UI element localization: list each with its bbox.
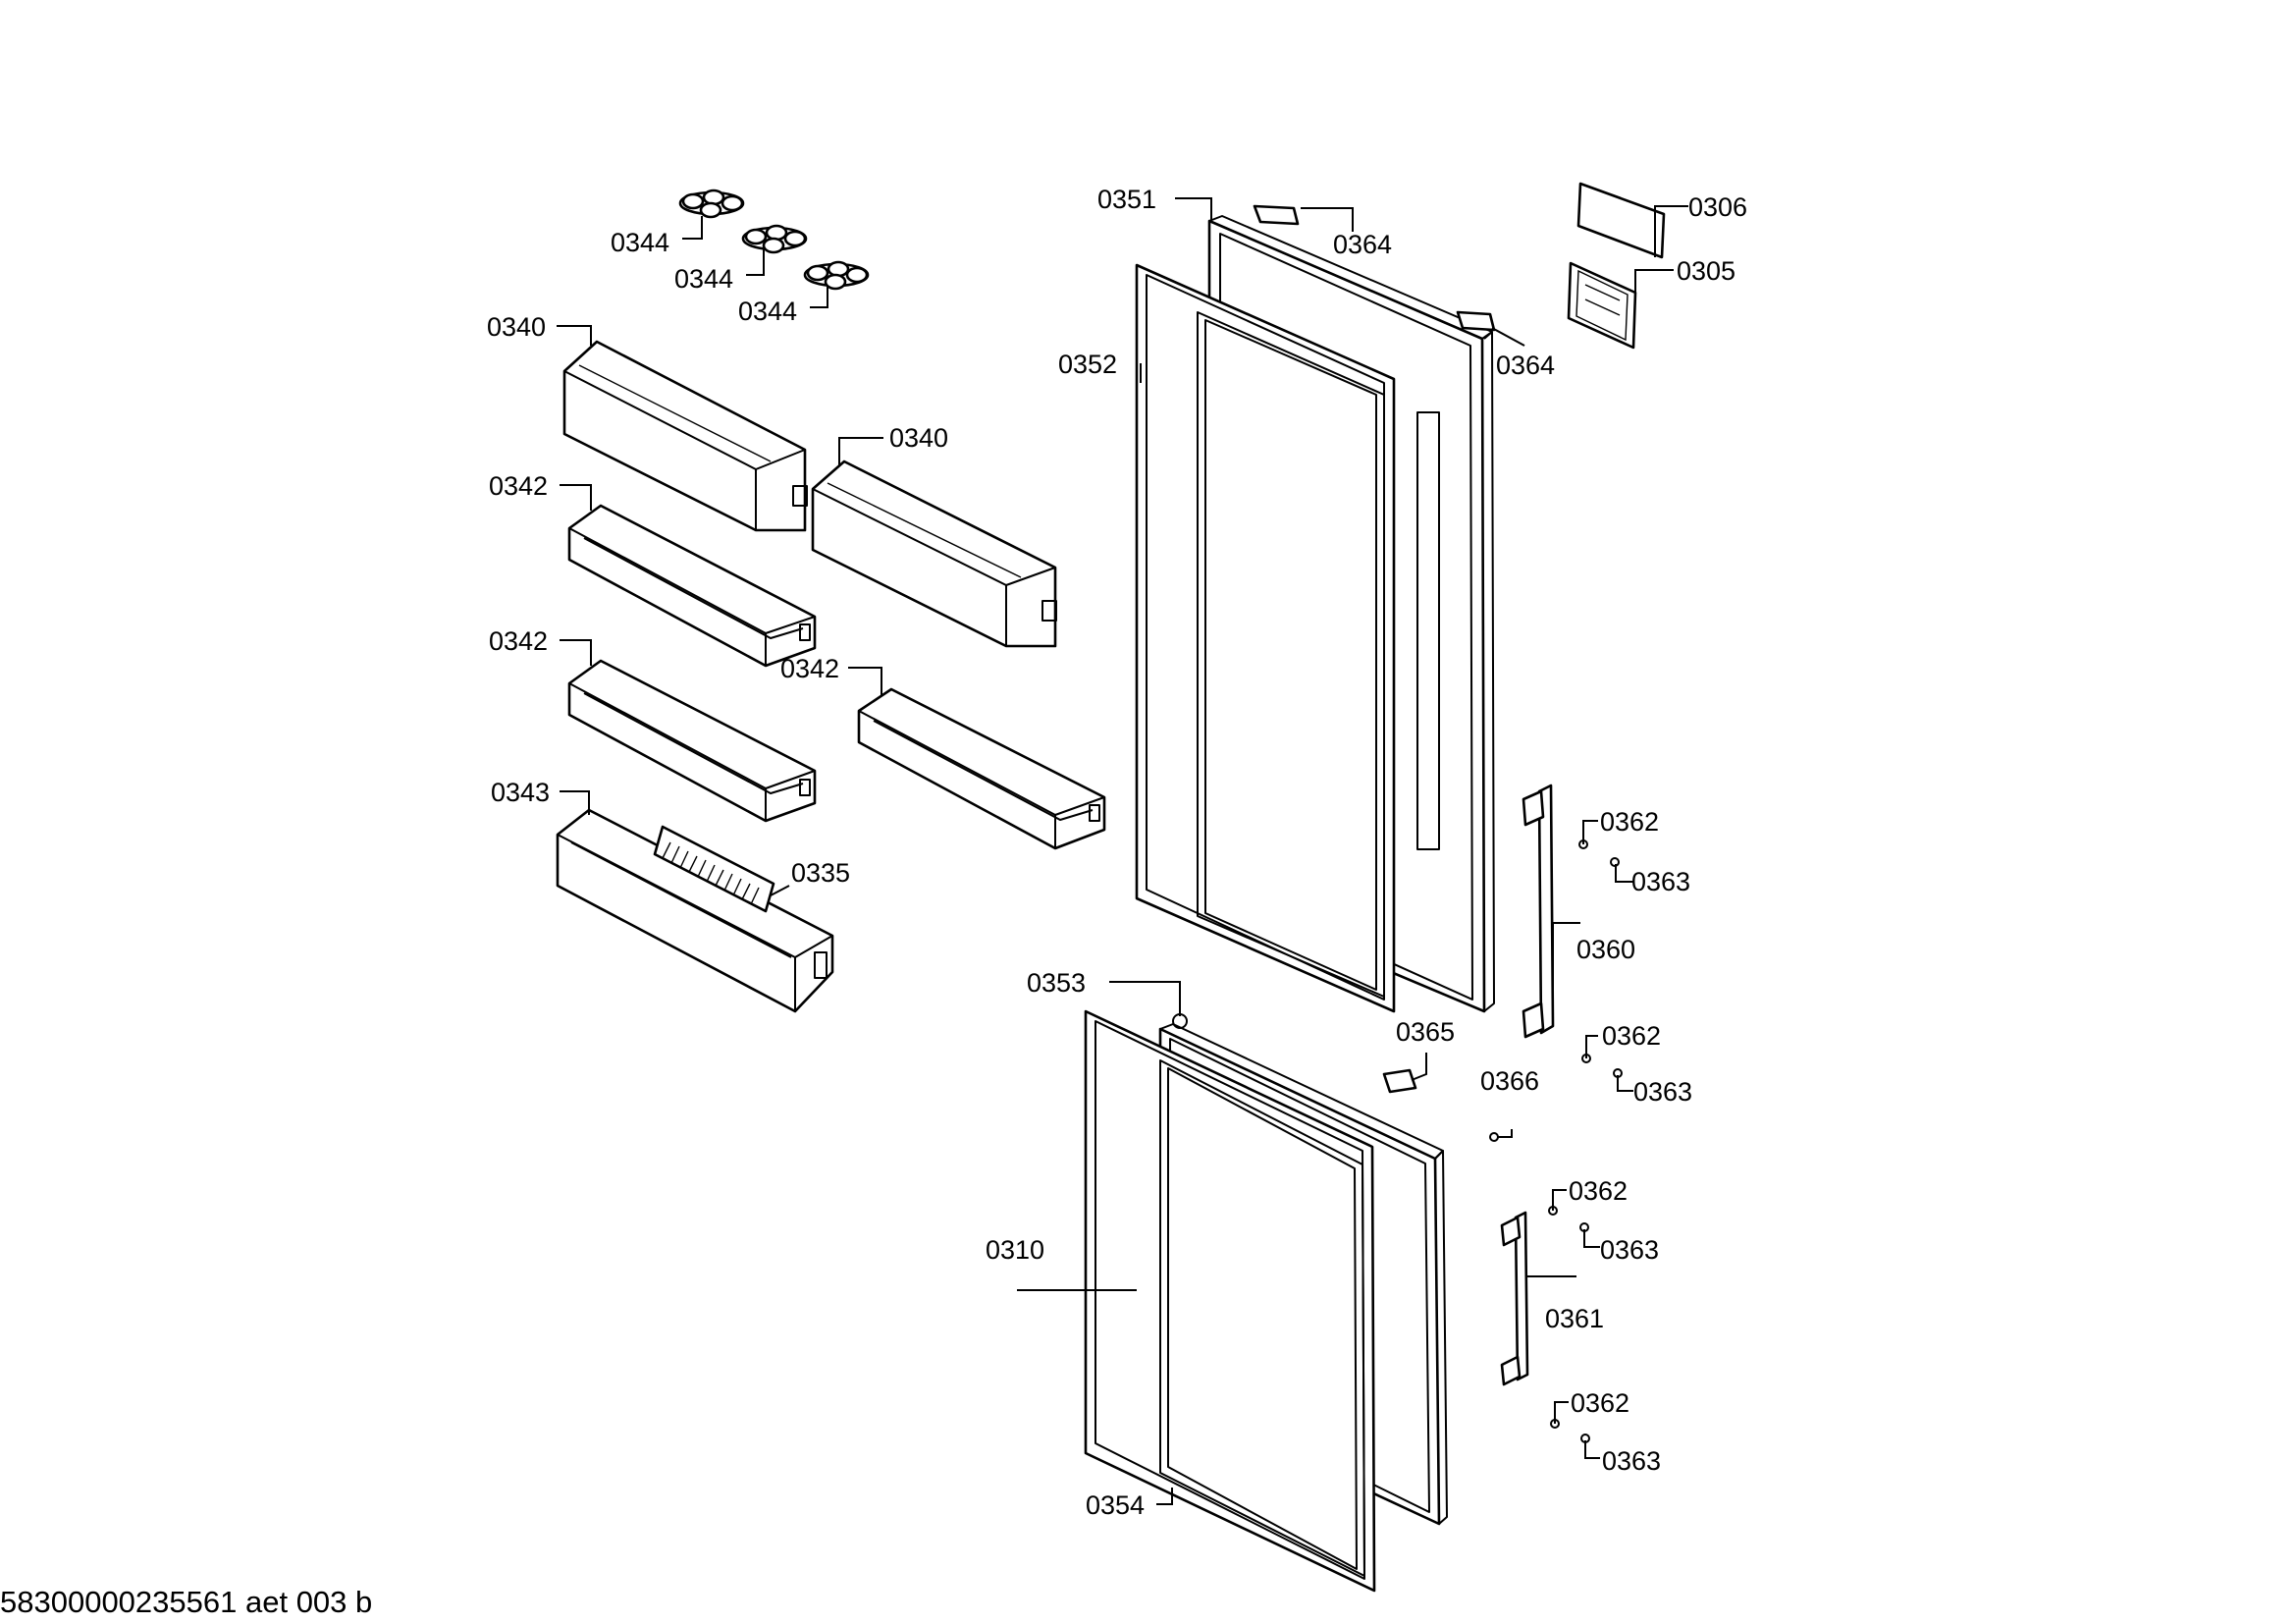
label-0362-a: 0362 (1600, 807, 1659, 837)
label-0354: 0354 (1086, 1490, 1145, 1520)
bottle-rack (556, 808, 834, 1013)
hinge-covers (1253, 204, 1496, 332)
label-0340-b: 0340 (889, 423, 948, 453)
egg-tray-3 (803, 260, 870, 291)
label-0363-c: 0363 (1600, 1235, 1659, 1265)
label-0342-c: 0342 (780, 654, 839, 683)
label-0335: 0335 (791, 858, 850, 888)
label-0362-d: 0362 (1571, 1388, 1629, 1418)
lower-door-handle (1500, 1211, 1529, 1386)
label-0344-b: 0344 (674, 264, 733, 294)
label-0306: 0306 (1688, 192, 1747, 222)
screws (1489, 839, 1623, 1443)
label-0366: 0366 (1480, 1066, 1539, 1096)
label-plate (1576, 182, 1666, 259)
upper-door-handle (1522, 784, 1555, 1039)
hinge-bushing (1382, 1068, 1417, 1094)
label-0340-a: 0340 (487, 312, 546, 342)
label-0364-a: 0364 (1333, 230, 1392, 259)
label-0343: 0343 (491, 778, 550, 807)
label-0342-b: 0342 (489, 626, 548, 656)
lidded-shelf-right (811, 460, 1057, 648)
label-0362-c: 0362 (1569, 1176, 1628, 1206)
label-0360: 0360 (1576, 935, 1635, 964)
egg-tray-2 (741, 224, 808, 254)
bottle-divider (653, 825, 775, 913)
egg-tray-1 (678, 189, 745, 219)
label-0351: 0351 (1097, 185, 1156, 214)
label-0363-a: 0363 (1631, 867, 1690, 896)
label-0352: 0352 (1058, 350, 1117, 379)
door-rack-right (857, 687, 1106, 850)
label-0310: 0310 (986, 1235, 1044, 1265)
label-0363-b: 0363 (1633, 1077, 1692, 1107)
label-0362-b: 0362 (1602, 1021, 1661, 1051)
door-rack-upper-left (567, 504, 817, 668)
lidded-shelf-left (562, 340, 808, 532)
lower-door-gasket (1084, 1009, 1376, 1593)
label-0365: 0365 (1396, 1017, 1455, 1047)
label-0361: 0361 (1545, 1304, 1604, 1333)
control-electronics (1567, 261, 1637, 350)
upper-door-gasket (1135, 263, 1396, 1013)
door-rack-lower-left (567, 659, 817, 823)
label-0342-a: 0342 (489, 471, 548, 501)
label-0353: 0353 (1027, 968, 1086, 998)
label-0344-c: 0344 (738, 297, 797, 326)
label-0363-d: 0363 (1602, 1446, 1661, 1476)
leader-lines (557, 197, 1688, 1505)
drawing-reference-number: 58300000235561 aet 003 b (0, 1585, 372, 1619)
label-0364-b: 0364 (1496, 351, 1555, 380)
label-0305: 0305 (1677, 256, 1735, 286)
label-0344-a: 0344 (611, 228, 669, 257)
